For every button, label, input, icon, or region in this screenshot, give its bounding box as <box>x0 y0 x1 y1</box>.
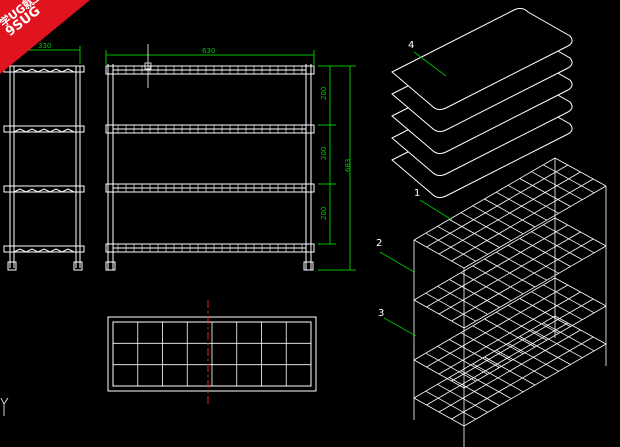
crosshair-cursor-icon <box>126 44 170 88</box>
watermark-banner <box>0 0 90 74</box>
top-view-grid <box>113 322 311 386</box>
front-shelf-wires <box>117 66 303 252</box>
shelf-gap-top-label: 200 <box>320 87 328 100</box>
shelf-panel-stack <box>391 7 573 199</box>
callout-1: 1 <box>414 188 420 199</box>
front-width-label: 630 <box>202 47 215 55</box>
callout-leaders <box>379 51 453 337</box>
callout-3: 3 <box>378 308 384 319</box>
callout-2: 2 <box>376 238 382 249</box>
total-height-label: 683 <box>344 159 352 172</box>
front-view <box>105 64 315 271</box>
shelf-gap-mid-label: 200 <box>320 147 328 160</box>
callout-4: 4 <box>408 40 414 51</box>
side-view <box>3 65 85 271</box>
side-width-label: 330 <box>38 42 51 50</box>
front-dimensions <box>105 50 356 271</box>
isometric-rack <box>413 157 607 447</box>
shelf-gap-bottom-label: 200 <box>320 207 328 220</box>
ucs-axis-icon <box>0 397 9 416</box>
